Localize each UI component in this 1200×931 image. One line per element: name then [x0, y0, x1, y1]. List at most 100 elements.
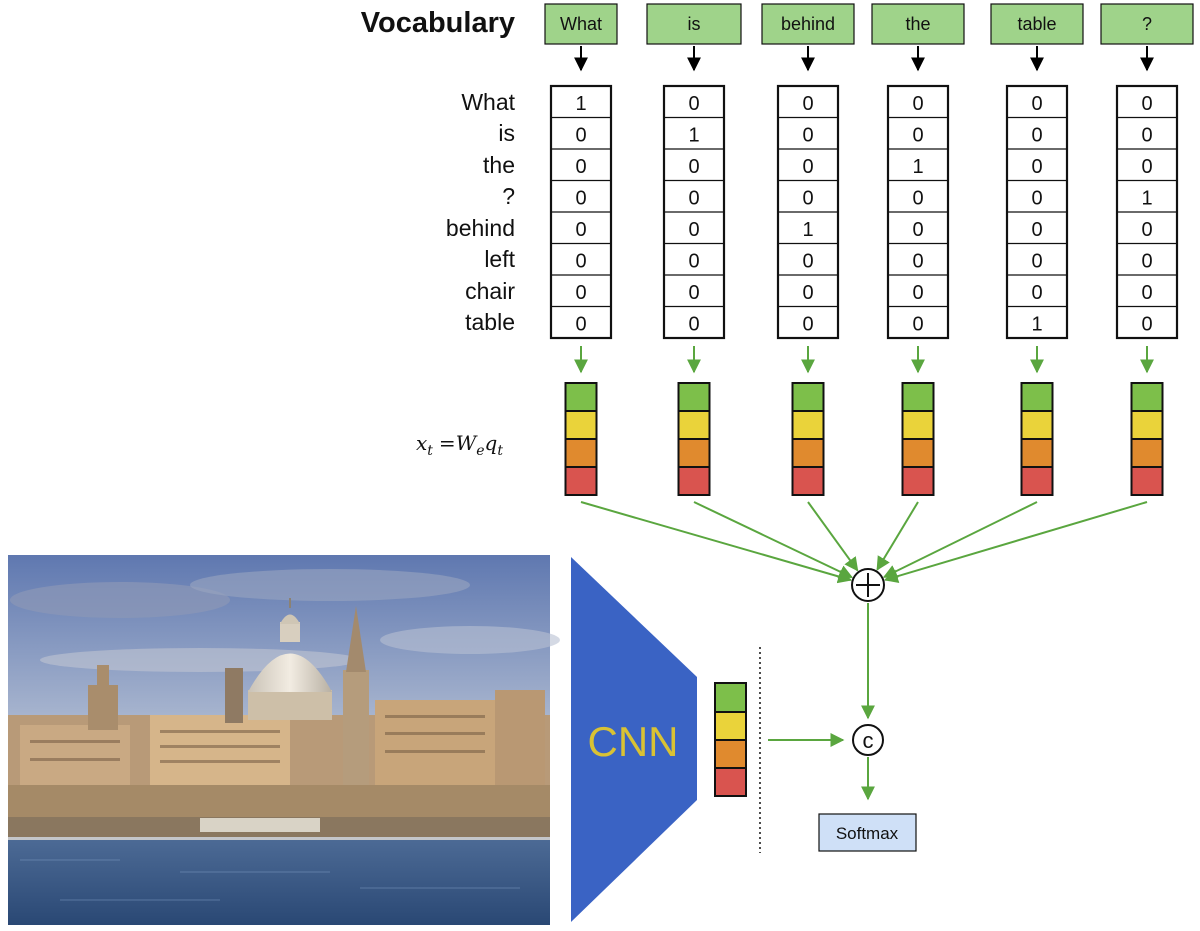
formula-x-sub: t	[427, 443, 433, 459]
one-hot-value: 0	[802, 188, 813, 210]
one-hot-value: 0	[575, 282, 586, 304]
one-hot-value: 0	[912, 282, 923, 304]
one-hot-value: 0	[1141, 219, 1152, 241]
embedding-cell	[1020, 382, 1054, 412]
embedding-cell	[564, 410, 598, 440]
token-box	[544, 3, 618, 45]
embedding-cell	[564, 466, 598, 496]
svg-text:xt=Weqt: xt=Weqt	[416, 431, 503, 459]
input-image	[8, 555, 560, 925]
embedding-cell	[1130, 410, 1164, 440]
embedding-to-sum-arrow	[693, 501, 854, 579]
embedding-cell	[791, 382, 825, 412]
vocab-word: table	[465, 309, 515, 335]
one-hot-value: 1	[802, 219, 813, 241]
concat-symbol: c	[863, 728, 874, 753]
one-hot-value: 0	[802, 156, 813, 178]
embedding-cell	[1020, 410, 1054, 440]
token-label: the	[905, 14, 930, 34]
embedding-cell	[901, 410, 935, 440]
one-hot-value: 0	[688, 93, 699, 115]
embedding-cell	[901, 382, 935, 412]
one-hot-value: 1	[575, 93, 586, 115]
concat-node: c	[852, 724, 884, 756]
one-hot-value: 0	[1141, 125, 1152, 147]
token-label: What	[560, 14, 602, 34]
one-hot-value: 0	[688, 188, 699, 210]
token-label: is	[688, 14, 701, 34]
vocab-word: behind	[446, 215, 515, 241]
embedding-cell	[1130, 438, 1164, 468]
one-hot-value: 0	[802, 93, 813, 115]
one-hot-value: 0	[575, 125, 586, 147]
one-hot-value: 0	[575, 314, 586, 336]
token-box	[1100, 3, 1194, 45]
embedding-to-sum-arrow	[876, 501, 919, 571]
embedding-cell	[1020, 466, 1054, 496]
one-hot-value: 0	[912, 219, 923, 241]
one-hot-value: 0	[575, 251, 586, 273]
embedding-cell	[901, 466, 935, 496]
embedding-cell	[677, 410, 711, 440]
embedding-cell	[677, 382, 711, 412]
cnn-block: CNN	[571, 557, 697, 922]
embedding-cell	[791, 466, 825, 496]
embedding-cell	[791, 410, 825, 440]
formula-x: x	[416, 431, 427, 455]
one-hot-value: 0	[912, 93, 923, 115]
vocab-word: chair	[465, 278, 515, 304]
one-hot-value: 0	[688, 251, 699, 273]
one-hot-value: 0	[1031, 282, 1042, 304]
one-hot-value: 0	[912, 188, 923, 210]
token-box	[646, 3, 742, 45]
softmax-box: Softmax	[818, 813, 917, 852]
vocab-word: ?	[502, 183, 515, 209]
one-hot-value: 0	[1141, 314, 1152, 336]
embedding-cell	[564, 382, 598, 412]
one-hot-value: 0	[688, 156, 699, 178]
token-box	[761, 3, 855, 45]
one-hot-value: 0	[1141, 93, 1152, 115]
token-columns: What10000000is01000000behind00001000the0…	[544, 3, 1194, 496]
cnn-label: CNN	[588, 718, 679, 765]
one-hot-value: 0	[802, 314, 813, 336]
embedding-to-sum-arrow	[883, 501, 1148, 583]
token-box	[871, 3, 965, 45]
softmax-label: Softmax	[836, 824, 899, 843]
one-hot-value: 0	[1031, 188, 1042, 210]
embedding-to-sum-arrow	[580, 501, 853, 584]
one-hot-value: 0	[575, 156, 586, 178]
one-hot-value: 0	[912, 314, 923, 336]
one-hot-value: 0	[1031, 125, 1042, 147]
one-hot-value: 0	[688, 314, 699, 336]
one-hot-value: 0	[688, 282, 699, 304]
formula-w: W	[456, 431, 478, 455]
token-label: table	[1017, 14, 1056, 34]
embedding-cell	[677, 438, 711, 468]
one-hot-value: 0	[1031, 219, 1042, 241]
vocab-word: is	[498, 120, 515, 146]
one-hot-value: 0	[1141, 282, 1152, 304]
embedding-cell	[791, 438, 825, 468]
vocabulary-word-list: What is the ? behind left chair table	[446, 89, 516, 335]
embedding-cell	[1130, 466, 1164, 496]
vocab-word: left	[484, 246, 515, 272]
one-hot-value: 0	[1031, 251, 1042, 273]
one-hot-value: 0	[1031, 93, 1042, 115]
token-label: behind	[781, 14, 835, 34]
one-hot-value: 0	[575, 219, 586, 241]
embedding-cell	[564, 438, 598, 468]
formula-q: q	[485, 431, 498, 455]
sum-node	[851, 568, 885, 602]
formula-q-sub: t	[497, 443, 503, 459]
one-hot-value: 0	[912, 125, 923, 147]
embedding-cell	[677, 466, 711, 496]
token-box	[990, 3, 1084, 45]
one-hot-value: 0	[802, 282, 813, 304]
one-hot-value: 0	[1031, 156, 1042, 178]
